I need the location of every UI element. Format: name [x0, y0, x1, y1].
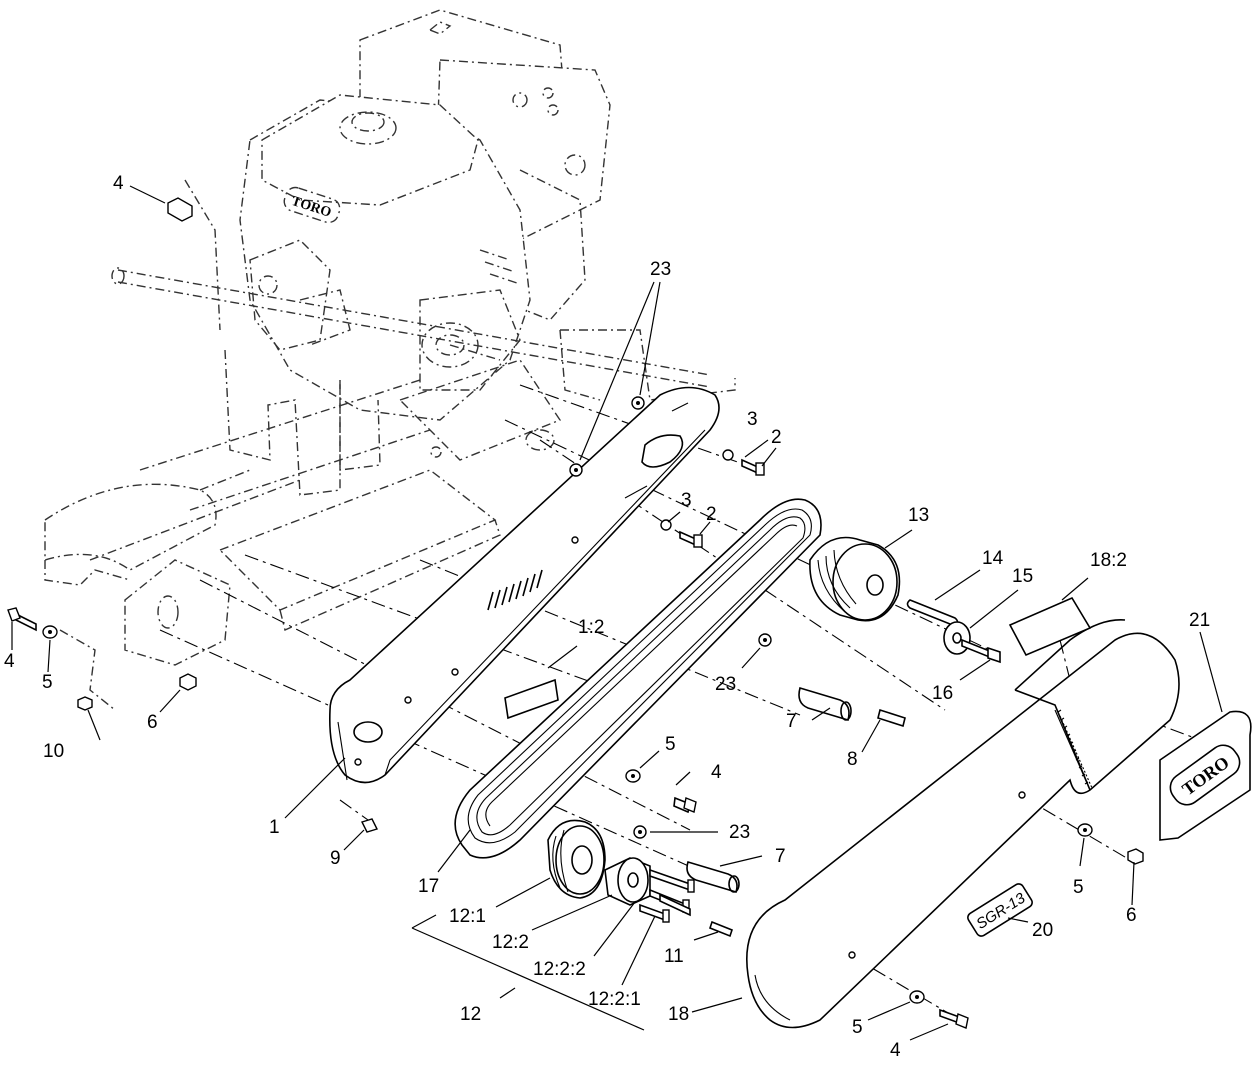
- callout-8: 8: [847, 749, 858, 770]
- callout-9: 9: [330, 848, 341, 869]
- callout-2-lower: 2: [706, 504, 717, 525]
- callout-4-mid: 4: [711, 762, 722, 783]
- callout-23-top: 23: [650, 259, 671, 280]
- callout-18: 18: [668, 1004, 689, 1025]
- callout-4-bottom: 4: [890, 1040, 901, 1061]
- callout-7-lower: 7: [775, 846, 786, 867]
- callout-23-low: 23: [729, 822, 750, 843]
- callout-20: 20: [1032, 920, 1053, 941]
- callout-13: 13: [908, 505, 929, 526]
- callout-11: 11: [664, 946, 684, 967]
- spacer-7-lower: [686, 861, 740, 893]
- bolt-16: [961, 638, 1001, 664]
- callout-4-left: 4: [4, 651, 15, 672]
- callout-15: 15: [1012, 566, 1033, 587]
- callout-3-lower: 3: [681, 490, 692, 511]
- v-belt: [454, 498, 822, 859]
- callout-12-2-2: 12:2:2: [533, 959, 586, 980]
- callout-21: 21: [1189, 610, 1210, 631]
- washer-15: [943, 621, 971, 655]
- engine-ghost: TORO: [239, 9, 611, 421]
- belt-guard: SGR-13: [746, 619, 1180, 1029]
- vent-slots: [487, 569, 543, 611]
- bushing-12-2: [604, 857, 651, 906]
- pin-8: [877, 708, 906, 728]
- callout-4-top: 4: [113, 173, 124, 194]
- callout-6-left: 6: [147, 712, 158, 733]
- callout-18-2: 18:2: [1090, 550, 1127, 571]
- callout-16: 16: [932, 683, 953, 704]
- callout-12-2: 12:2: [492, 932, 529, 953]
- frame-ghost: [44, 179, 736, 711]
- decal-1-2: [504, 678, 559, 720]
- bushing-screws: [639, 868, 695, 923]
- callout-5-right: 5: [1073, 877, 1084, 898]
- callout-5-left: 5: [42, 672, 53, 693]
- callout-12: 12: [460, 1004, 481, 1025]
- callout-23-mid: 23: [715, 674, 736, 695]
- guard-vent: [1054, 709, 1093, 791]
- callout-1: 1: [269, 817, 280, 838]
- callout-5-mid: 5: [665, 734, 676, 755]
- callout-2-upper: 2: [771, 427, 782, 448]
- callout-7-upper: 7: [786, 711, 797, 732]
- callouts: 4 23 3 2 3 2 13 14 15 18:2 21 1:2 23 16 …: [4, 173, 1210, 1061]
- spacer-7-upper: [798, 686, 852, 722]
- callout-14: 14: [982, 548, 1004, 569]
- key-14: [906, 599, 959, 627]
- callout-12-1: 12:1: [449, 906, 486, 927]
- belt-cover-plate: [328, 386, 720, 784]
- callout-17: 17: [418, 876, 439, 897]
- decal-18-2: [1008, 596, 1092, 657]
- hardware: [7, 197, 1144, 1029]
- callout-10: 10: [43, 741, 64, 762]
- key-11: [709, 920, 733, 938]
- toro-decal-21: TORO: [1159, 710, 1252, 841]
- callout-1-2: 1:2: [578, 617, 604, 638]
- driven-pulley-12-1: [547, 819, 606, 899]
- callout-3-upper: 3: [747, 409, 758, 430]
- callout-6-right: 6: [1126, 905, 1137, 926]
- callout-12-2-1: 12:2:1: [588, 989, 641, 1010]
- callout-5-bottom: 5: [852, 1017, 863, 1038]
- leader-lines: [11, 185, 1223, 1041]
- engine-pulley: [809, 536, 901, 622]
